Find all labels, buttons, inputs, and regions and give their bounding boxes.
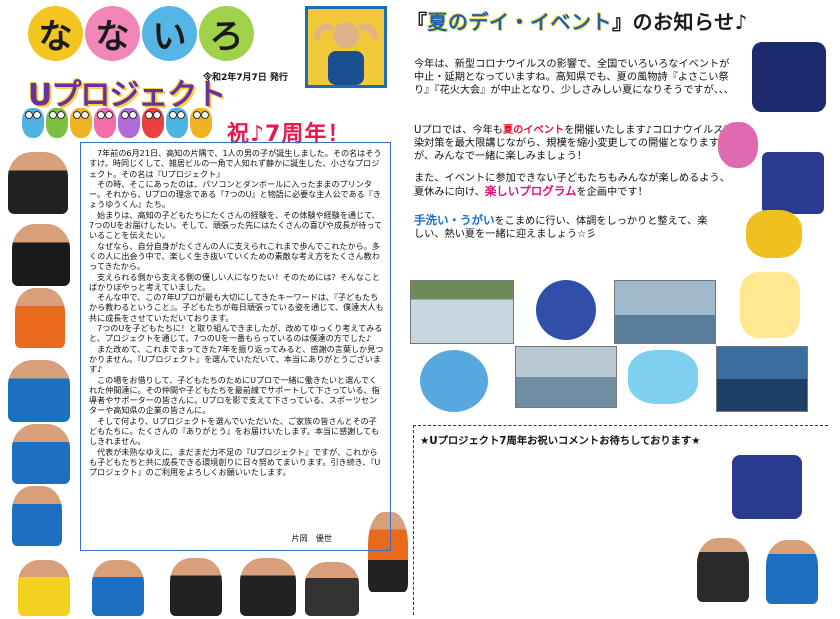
event-paragraph-2: Uプロでは、今年も夏のイベントを開催いたします♪コロナウイルス感染対策を最大限講… bbox=[414, 124, 734, 164]
representative-photo bbox=[305, 6, 387, 88]
event-p4-highlight: 手洗い・うがい bbox=[414, 213, 495, 227]
staff-photo bbox=[305, 562, 359, 616]
letter-paragraph: この場をお借りして、子どもたちのためにUプロで一緒に働きたいと選んでくれた仲間達… bbox=[89, 374, 380, 416]
staff-photo bbox=[8, 360, 70, 422]
mascot-icon bbox=[46, 108, 68, 138]
mascot-icon bbox=[190, 108, 212, 138]
letter-paragraph: 支えられる側から支える側の優しい人になりたい！そのためには？そんなことばかりぼや… bbox=[89, 271, 381, 292]
staff-photo bbox=[12, 486, 62, 546]
event-p3-before: また、イベントに参加できない子どもたちもみんなが楽しめるよう、夏休みに向け、 bbox=[414, 173, 730, 199]
mascot-icon bbox=[142, 108, 164, 138]
letter-paragraph: そんな中で、この7年Uプロが最も大切にしてきたキーワードは、『子どもたちから教わ… bbox=[89, 292, 384, 323]
fireworks-illustration bbox=[762, 152, 824, 214]
staff-photo bbox=[368, 512, 408, 592]
staff-photo bbox=[12, 224, 70, 286]
mascot-icon bbox=[70, 108, 92, 138]
fireworks-illustration bbox=[732, 455, 802, 519]
staff-photo bbox=[240, 558, 296, 616]
staff-photo bbox=[18, 560, 70, 616]
event-p3-after: を企画中です！ bbox=[576, 187, 648, 199]
event-p2-highlight: 夏のイベント bbox=[502, 125, 565, 136]
anniversary-letter: 7年前の6月21日、高知の片隅で、1人の男の子が誕生しました。その名はそうすけ。… bbox=[80, 142, 391, 551]
event-p2-before: Uプロでは、今年も bbox=[414, 125, 503, 136]
sailboat-illustration bbox=[740, 272, 800, 338]
staff-photo bbox=[697, 538, 749, 602]
mascot-icon bbox=[94, 108, 116, 138]
title-char-2: な bbox=[85, 6, 140, 61]
staff-photo bbox=[766, 540, 818, 604]
staff-photo bbox=[12, 424, 70, 484]
mascot-illustration bbox=[536, 280, 596, 340]
boat-illustration bbox=[746, 210, 802, 258]
title-char-4: ろ bbox=[199, 6, 254, 61]
rafting-photo bbox=[410, 280, 514, 344]
mascot-icon bbox=[118, 108, 140, 138]
staff-photo bbox=[15, 288, 65, 348]
staff-photo bbox=[8, 152, 68, 214]
harbor-photo bbox=[515, 346, 617, 408]
mascot-icon bbox=[22, 108, 44, 138]
title-bubbles: な な い ろ bbox=[28, 6, 258, 66]
letter-signature: 片岡 優世 bbox=[291, 533, 332, 543]
event-p3-highlight: 楽しいプログラム bbox=[484, 184, 577, 199]
letter-paragraph: 7年前の6月21日、高知の片隅で、1人の男の子が誕生しました。その名はそうすけ。… bbox=[89, 148, 382, 179]
letter-paragraph: 代表が未熟なゆえに、まだまだ力不足の『Uプロジェクト』ですが、これからも子どもた… bbox=[89, 446, 381, 478]
issue-date: 令和2年7月7日 発行 bbox=[203, 73, 288, 83]
letter-paragraph: その時、そこにあったのは、パソコンとダンボールに入ったままのプリンター。それから… bbox=[89, 178, 381, 210]
comment-box bbox=[413, 425, 828, 615]
event-p4-after: をこまめに行い、体調をしっかりと整えて、楽しい、熱い夏を一緒に迎えましょう☆彡 bbox=[414, 216, 708, 241]
staff-photo bbox=[170, 558, 222, 616]
event-paragraph-4: 手洗い・うがいをこまめに行い、体調をしっかりと整えて、楽しい、熱い夏を一緒に迎え… bbox=[414, 213, 714, 241]
swimming-illustration bbox=[628, 350, 698, 404]
mascot-row bbox=[22, 108, 222, 142]
comment-heading: ★Uプロジェクト7周年お祝いコメントお待ちしております★ bbox=[420, 435, 701, 447]
letter-paragraph: また改めて、これまでまってきた7年を振り返ってみると、感謝の言葉しか見つかりませ… bbox=[89, 343, 384, 375]
brand-logo: Uプロジェクト bbox=[28, 78, 226, 113]
event-title-highlight: 夏のデイ・イベント bbox=[427, 10, 612, 34]
fireworks-illustration bbox=[752, 42, 826, 112]
boat-ride-photo bbox=[716, 346, 808, 412]
event-paragraph-1: 今年は、新型コロナウイルスの影響で、全国でいろいろなイベントが中止・延期となって… bbox=[414, 59, 734, 97]
event-paragraph-3: また、イベントに参加できない子どもたちもみんなが楽しめるよう、夏休みに向け、楽し… bbox=[414, 172, 734, 199]
mascot-illustration bbox=[718, 122, 758, 168]
staff-photo bbox=[92, 560, 144, 616]
letter-paragraph: 始まりは、高知の子どもたちにたくさんの経験を、その体験や経験を通じて、7つのUを… bbox=[89, 209, 383, 241]
sailing-photo bbox=[614, 280, 716, 344]
title-char-1: な bbox=[28, 6, 83, 61]
event-title-prefix: 『 bbox=[407, 10, 428, 34]
letter-paragraph: 7つのUを子どもたちに！と取り組んできましたが、改めてゆっくり考えてみると、プロ… bbox=[89, 323, 383, 344]
event-p2-after: を開催いたします♪コロナウイルス感染対策を最大限講じながら、規模を縮小変更しての… bbox=[414, 125, 734, 163]
title-char-3: い bbox=[142, 6, 197, 61]
letter-paragraph: なぜなら、自分自身がたくさんの人に支えられこれまで歩んでこれたから。多くの人に出… bbox=[89, 240, 380, 272]
mascot-illustration bbox=[420, 350, 488, 412]
letter-paragraph: そして何より、Uプロジェクトを選んでいただいた、ご家族の皆さんとその子どもたちに… bbox=[89, 415, 379, 447]
event-title: 『夏のデイ・イベント』のお知らせ♪ bbox=[407, 6, 748, 35]
mascot-icon bbox=[166, 108, 188, 138]
event-title-suffix: 』のお知らせ♪ bbox=[612, 10, 748, 34]
